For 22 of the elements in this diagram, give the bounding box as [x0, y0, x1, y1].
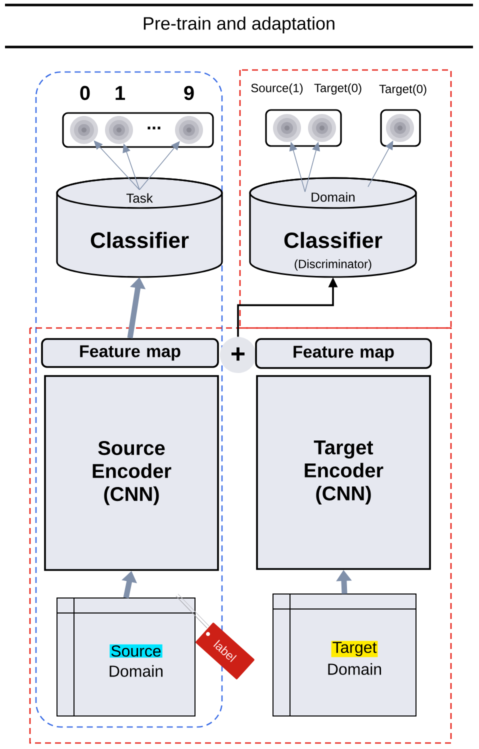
title: Pre-train and adaptation — [144, 16, 334, 34]
domain-document: Source Domain — [56, 598, 196, 716]
class-label: Source(1) — [251, 83, 303, 95]
feature-map-box: Feature map — [41, 338, 219, 368]
output-circle — [308, 114, 336, 142]
output-circle — [70, 116, 98, 144]
output-circle — [386, 114, 414, 142]
classifier-cylinder: Task Classifier — [56, 177, 223, 278]
output-circle — [105, 116, 133, 144]
class-label: Target(0) — [314, 83, 362, 95]
feature-map-box: Feature map — [255, 338, 432, 369]
arrow — [368, 140, 394, 188]
encoder-box: Target Encoder (CNN) — [256, 375, 431, 570]
output-circle — [175, 116, 203, 144]
class-label: 1 — [116, 86, 125, 100]
class-label: 0 — [80, 86, 90, 100]
class-label: 9 — [184, 86, 194, 100]
domain-document: Target Domain — [272, 594, 416, 716]
encoder-box: Source Encoder (CNN) — [44, 375, 219, 571]
output-circle — [273, 114, 301, 142]
class-label: Target(0) — [379, 84, 426, 96]
classifier-cylinder: Domain Classifier (Discriminator) — [249, 177, 417, 278]
